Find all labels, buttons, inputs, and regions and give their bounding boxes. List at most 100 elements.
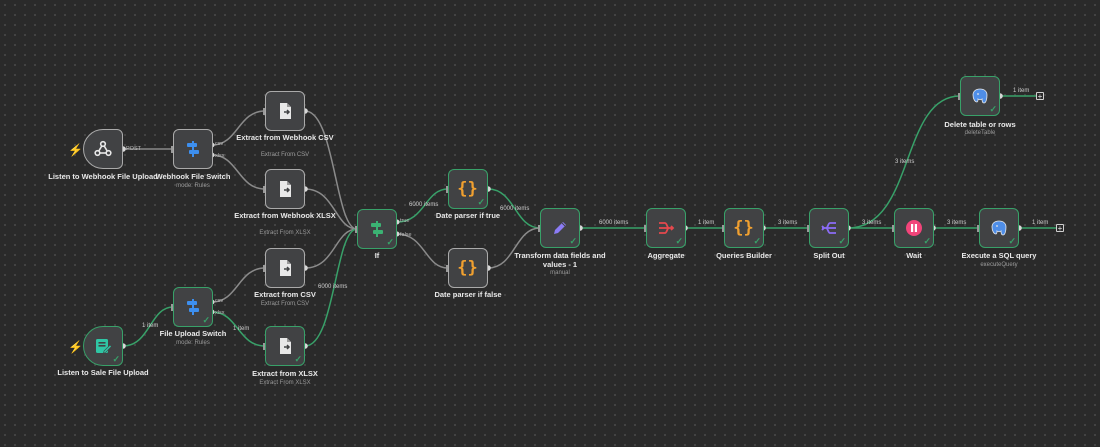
node-label: Date parser if false (434, 290, 502, 299)
node-webhook-trigger[interactable] (83, 129, 123, 169)
node-label: Extract from XLSX (252, 369, 318, 378)
file-extract-icon (266, 92, 303, 129)
port-label-csv: csv (215, 141, 224, 147)
node-label: Date parser if true (435, 211, 501, 220)
edge-if-false[interactable] (396, 233, 449, 269)
node-date-parser-true[interactable]: {} ✓ (448, 169, 488, 209)
port-label-true: true (400, 218, 410, 224)
node-transform[interactable]: ✓ (540, 208, 580, 248)
switch-icon (174, 288, 211, 325)
success-check-icon: ✓ (923, 236, 931, 246)
success-check-icon: ✓ (753, 236, 761, 246)
edge-label: 3 items (947, 220, 967, 226)
edge-if-true[interactable] (396, 188, 449, 223)
node-label: Wait (906, 251, 922, 260)
node-label: Extract from CSV (254, 290, 316, 299)
node-label: File Upload Switch (159, 329, 227, 338)
port-label-xlsx: xlsx (215, 310, 225, 316)
edge-xlsx-to-if[interactable] (304, 228, 358, 347)
edge-switch-xlsx[interactable] (211, 154, 266, 190)
success-check-icon: ✓ (477, 197, 485, 207)
node-label: Queries Builder (716, 251, 772, 260)
edge-label: 6000 items (318, 284, 348, 290)
node-label: Execute a SQL query (961, 251, 1037, 260)
success-check-icon: ✓ (386, 237, 394, 247)
node-split-out[interactable]: ✓ (809, 208, 849, 248)
success-check-icon: ✓ (675, 236, 683, 246)
node-aggregate[interactable]: ✓ (646, 208, 686, 248)
file-extract-icon (266, 249, 303, 286)
pencil-icon (541, 209, 578, 246)
edge-upload-csv[interactable] (211, 267, 266, 303)
node-extract-xlsx[interactable]: ✓ (265, 326, 305, 366)
edge-webhook-csv-to-if[interactable] (304, 110, 358, 230)
edge-label: 6000 items (409, 202, 439, 208)
node-label: Listen to Sale File Upload (57, 368, 149, 377)
edge-label: 1 item (698, 220, 715, 226)
node-subtitle: mode: Rules (176, 183, 210, 189)
edge-form-to-switch[interactable] (122, 306, 174, 347)
split-out-icon (810, 209, 847, 246)
node-webhook-switch[interactable] (173, 129, 213, 169)
node-label: Webhook File Switch (155, 172, 231, 181)
port-label-post: POST (126, 146, 141, 152)
node-date-parser-false[interactable]: {} (448, 248, 488, 288)
add-node-button[interactable]: + (1036, 92, 1044, 101)
node-label: Listen to Webhook File Upload (48, 172, 158, 181)
node-subtitle: Extract From CSV (260, 152, 310, 158)
node-extract-webhook-xlsx[interactable] (265, 169, 305, 209)
edge-label: 3 items (895, 159, 915, 165)
trigger-bolt-icon: ⚡ (68, 143, 83, 157)
postgres-icon (980, 209, 1017, 246)
node-subtitle: Extract From CSV (260, 301, 310, 307)
node-label: Delete table or rows (944, 120, 1016, 129)
node-if[interactable]: ✓ (357, 209, 397, 249)
node-delete-table[interactable]: ✓ (960, 76, 1000, 116)
node-subtitle: manual (550, 270, 570, 276)
code-braces-icon: {} (457, 257, 478, 278)
file-extract-icon (266, 170, 303, 207)
node-queries-builder[interactable]: {} ✓ (724, 208, 764, 248)
edge-label: 3 items (778, 220, 798, 226)
edge-label: 1 item (233, 326, 250, 332)
node-subtitle: mode: Rules (176, 340, 210, 346)
node-execute-sql[interactable]: ✓ (979, 208, 1019, 248)
node-subtitle: deleteTable (964, 130, 996, 136)
edge-false-to-transform[interactable] (487, 227, 541, 269)
code-braces-icon: {} (457, 178, 478, 199)
add-node-button[interactable]: + (1056, 224, 1064, 233)
port-label-xlsx: xlsx (215, 153, 225, 159)
trigger-bolt-icon: ⚡ (68, 340, 83, 354)
node-extract-webhook-csv[interactable] (265, 91, 305, 131)
input-handles[interactable] (171, 93, 980, 350)
node-extract-csv[interactable] (265, 248, 305, 288)
edge-true-to-transform[interactable] (487, 188, 541, 229)
node-label: Extract from Webhook CSV (236, 133, 334, 142)
node-label: Extract from Webhook XLSX (234, 211, 336, 220)
node-subtitle: Extract From XLSX (259, 380, 311, 386)
edge-switch-csv[interactable] (211, 110, 266, 146)
success-check-icon: ✓ (294, 354, 302, 364)
node-form-trigger[interactable]: ✓ (83, 326, 123, 366)
node-subtitle: executeQuery (980, 262, 1018, 268)
success-check-icon: ✓ (569, 236, 577, 246)
webhook-icon (84, 130, 121, 167)
edge-webhook-xlsx-to-if[interactable] (304, 188, 358, 230)
edge-csv-to-if[interactable] (304, 228, 358, 269)
node-label: If (374, 251, 380, 260)
if-icon (358, 210, 395, 247)
edge-split-to-delete[interactable] (847, 95, 961, 229)
edge-upload-xlsx[interactable] (211, 311, 266, 347)
file-extract-icon (266, 327, 303, 364)
success-check-icon: ✓ (838, 236, 846, 246)
node-label: Split Out (813, 251, 845, 260)
edge-label: 1 item (1032, 220, 1049, 226)
node-upload-switch[interactable]: ✓ (173, 287, 213, 327)
node-wait[interactable]: ✓ (894, 208, 934, 248)
code-braces-icon: {} (733, 217, 754, 238)
edge-label: 1 item (1013, 88, 1030, 94)
node-label: Aggregate (647, 251, 685, 260)
success-check-icon: ✓ (1008, 236, 1016, 246)
